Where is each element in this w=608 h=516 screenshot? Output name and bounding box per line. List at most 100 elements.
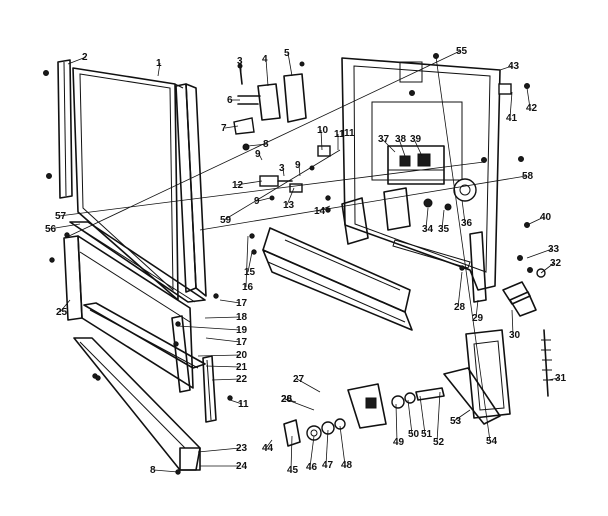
part-lower-inner-panel [63,235,194,393]
callout-label: 37 [378,134,390,145]
part-left-trim-strip [43,59,73,199]
callout-label: 55 [456,46,468,57]
leader-line [245,235,249,288]
leader-line [509,91,513,119]
callout-label: 48 [341,460,353,471]
callout-label: 1 [156,58,162,69]
leader-line [59,299,71,313]
callout-label: 18 [236,312,248,323]
leader-line [48,223,81,230]
leader-line [395,403,398,443]
leader-line [540,262,555,274]
leader-line [265,439,273,449]
leader-line [511,309,514,336]
callout-label: 50 [408,429,420,440]
leader-line [436,391,441,443]
callout-label: 32 [550,258,562,269]
leader-line [290,435,293,471]
leader-line [177,325,241,331]
callout-label: 10 [317,125,329,136]
leader-line [425,207,429,230]
callout-labels: 1 2 3 4 5 6 7 8 9 10 11 3 9 12 9 13 14 1… [45,46,567,476]
part-threaded-rod [541,329,553,397]
leader-line [247,251,253,273]
callout-label: 11 [238,399,249,410]
leader-line [407,399,413,435]
part-dial-knob [423,178,477,211]
callout-label: 54 [486,436,498,447]
callout-label: 26 [281,394,293,405]
callout-label: 17 [236,298,248,309]
callout-label: 43 [508,61,520,72]
callout-label: 11 [344,128,355,139]
leader-line [229,399,243,405]
part-right-vertical-bracket [202,355,217,423]
callout-label: 45 [287,465,299,476]
callout-label: 44 [262,443,274,454]
callout-label: 41 [506,113,518,124]
leader-line [339,425,346,466]
callout-label: 14 [314,206,326,217]
part-right-trim-strip [175,83,207,297]
callout-label: 28 [281,394,293,405]
callout-label: 24 [236,461,248,472]
leader-line [526,216,545,226]
part-bottom-kick-plate [73,337,201,475]
leader-line [475,299,479,319]
leader-line [381,138,396,153]
callout-label: 8 [263,139,269,150]
callout-label: 20 [236,350,248,361]
part-latch-bracket [502,281,537,317]
callout-label: 56 [45,224,57,235]
callout-label: 11 [334,129,345,140]
leader-line [398,138,406,157]
callout-label: 57 [55,211,67,222]
leader-line [211,378,241,381]
callout-label: 7 [221,123,227,134]
callout-label: 23 [236,443,248,454]
callout-label: 36 [461,218,473,229]
callout-label: 13 [283,200,295,211]
part-screws [95,53,546,401]
part-hinge-frame [443,329,511,425]
leader-line [205,337,241,343]
callout-label: 38 [395,134,407,145]
leader-line [66,50,461,238]
callout-label: 59 [220,215,232,226]
callout-label: 2 [82,52,88,63]
callout-label: 17 [236,337,248,348]
leader-line [219,299,241,304]
leader-line [204,316,241,319]
callout-label: 30 [509,330,521,341]
callout-label: 5 [284,48,290,59]
callout-label: 3 [237,56,243,67]
leader-line [224,125,239,129]
leader-line [197,447,241,453]
leader-line [265,58,269,87]
leader-line [286,187,295,206]
leader-line [247,143,268,147]
leader-line [461,199,466,224]
callout-label: 53 [450,416,462,427]
callout-label: 4 [262,54,268,65]
leader-line [413,138,423,157]
part-relay-assembly [387,145,445,185]
leader-line [309,435,315,468]
leader-line [257,197,271,202]
part-inner-door-liner [341,57,501,291]
callout-label: 6 [227,95,233,106]
leader-line [223,149,341,221]
callout-label: 29 [472,313,484,324]
callout-label: 28 [454,302,466,313]
callout-label: 15 [244,267,256,278]
leader-line [284,398,315,411]
callout-label: 42 [526,103,538,114]
leader-line [199,175,527,231]
part-drawings [43,53,553,475]
leader-line [157,62,161,77]
leader-line [296,378,321,393]
callout-label: 58 [522,171,534,182]
part-right-vertical-support [469,231,487,303]
leader-line [197,354,241,357]
